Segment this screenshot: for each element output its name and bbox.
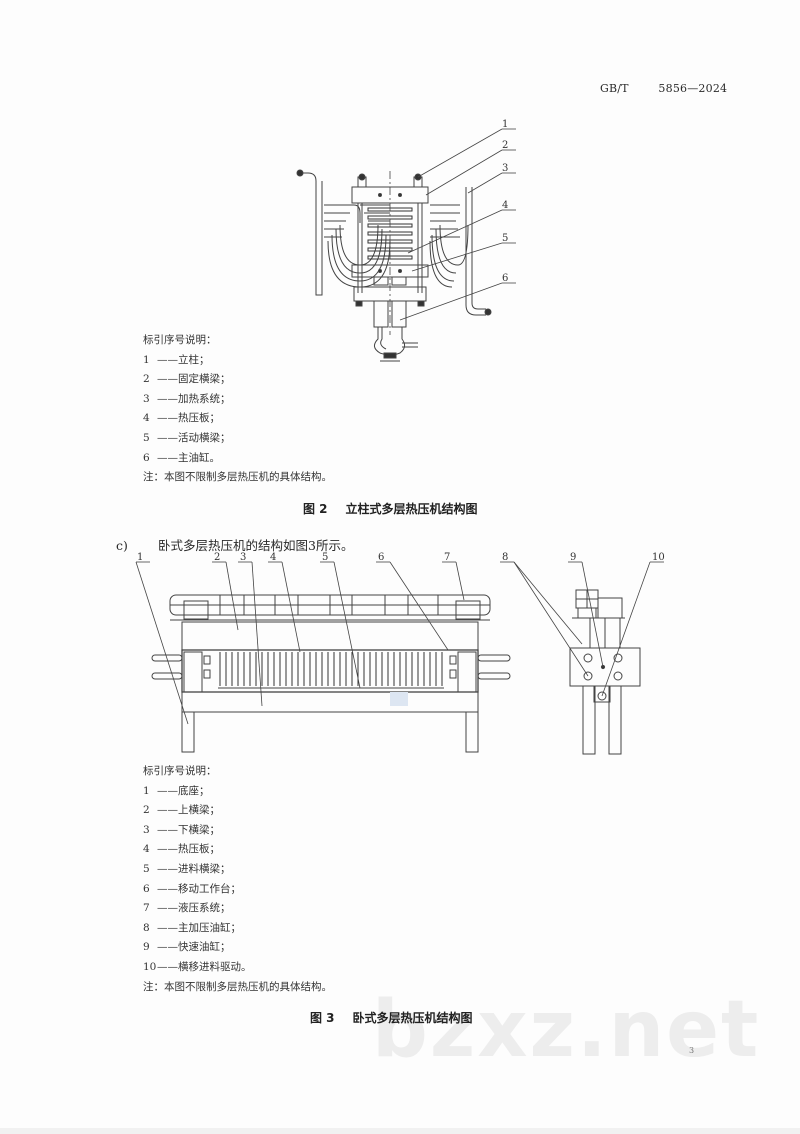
legend-item: 4——热压板；: [143, 843, 220, 856]
standard-header: GB/T 5856—2024: [600, 82, 727, 95]
figure-2-legend: 标引序号说明： 1——立柱； 2——固定横梁； 3——加热系统； 4——热压板；…: [143, 331, 332, 488]
legend-item: 9——快速油缸；: [143, 941, 231, 954]
legend-item: 7——液压系统；: [143, 902, 231, 915]
fig3-callout-4: 4: [270, 552, 276, 563]
fig3-callout-6: 6: [378, 552, 384, 563]
legend-item: 2——上横梁；: [143, 804, 220, 817]
legend-item: 2——固定横梁；: [143, 373, 231, 386]
legend-item: 8——主加压油缸；: [143, 921, 241, 934]
figure-title: 卧式多层热压机结构图: [352, 1011, 473, 1025]
list-marker: c): [116, 538, 128, 553]
fig3-callout-10: 10: [652, 552, 665, 563]
fig3-callout-2: 2: [214, 552, 220, 563]
legend-item: 3——下横梁；: [143, 823, 220, 836]
page-number: 3: [689, 1046, 695, 1055]
fig2-callout-1: 1: [502, 119, 508, 130]
legend-item: 4——热压板；: [143, 412, 220, 425]
standard-number: 5856—2024: [658, 82, 728, 95]
legend-item: 5——进料横梁；: [143, 862, 231, 875]
legend-item: 6——移动工作台；: [143, 882, 241, 895]
fig2-callout-2: 2: [502, 140, 508, 151]
legend-item: 3——加热系统；: [143, 392, 231, 405]
fig2-callout-3: 3: [502, 163, 508, 174]
fig3-callout-7: 7: [444, 552, 450, 563]
fig2-callout-6: 6: [502, 273, 508, 284]
fig3-callout-5: 5: [322, 552, 328, 563]
fig3-callout-1: 1: [137, 552, 143, 563]
legend-item: 10——横移进料驱动。: [143, 960, 252, 973]
figure-3-drawing: 1 2 3 4 5 6 7 8 9 10: [135, 552, 665, 755]
figure-2-drawing: 1 2 3 4 5 6: [296, 119, 516, 362]
figure-title: 立柱式多层热压机结构图: [345, 502, 478, 516]
legend-item: 1——立柱；: [143, 353, 210, 366]
figure-number: 图 3: [310, 1011, 335, 1025]
watermark: bzxz.net: [372, 985, 761, 1075]
fig2-callout-5: 5: [502, 233, 508, 244]
legend-title: 标引序号说明：: [143, 334, 217, 346]
figure-note: 注：本图不限制多层热压机的具体结构。: [143, 471, 332, 484]
figure-number: 图 2: [303, 502, 328, 516]
list-item-text: 卧式多层热压机的结构如图3所示。: [158, 538, 354, 553]
legend-item: 1——底座；: [143, 784, 210, 797]
legend-title: 标引序号说明：: [143, 765, 217, 777]
list-item-c: c) 卧式多层热压机的结构如图3所示。: [116, 535, 353, 554]
fig2-callout-4: 4: [502, 200, 508, 211]
fig3-callout-8: 8: [502, 552, 508, 563]
fig3-callout-3: 3: [240, 552, 246, 563]
legend-item: 6——主油缸。: [143, 451, 220, 464]
legend-item: 5——活动横梁；: [143, 431, 231, 444]
figure-note: 注：本图不限制多层热压机的具体结构。: [143, 980, 332, 993]
standard-prefix: GB/T: [600, 82, 629, 95]
page-bottom-edge: [0, 1128, 800, 1134]
figure-3-caption: 图 3 卧式多层热压机结构图: [310, 1009, 473, 1026]
fig3-callout-9: 9: [570, 552, 576, 563]
figure-3-legend: 标引序号说明： 1——底座； 2——上横梁； 3——下横梁； 4——热压板； 5…: [143, 762, 332, 997]
figure-2-caption: 图 2 立柱式多层热压机结构图: [303, 500, 478, 517]
